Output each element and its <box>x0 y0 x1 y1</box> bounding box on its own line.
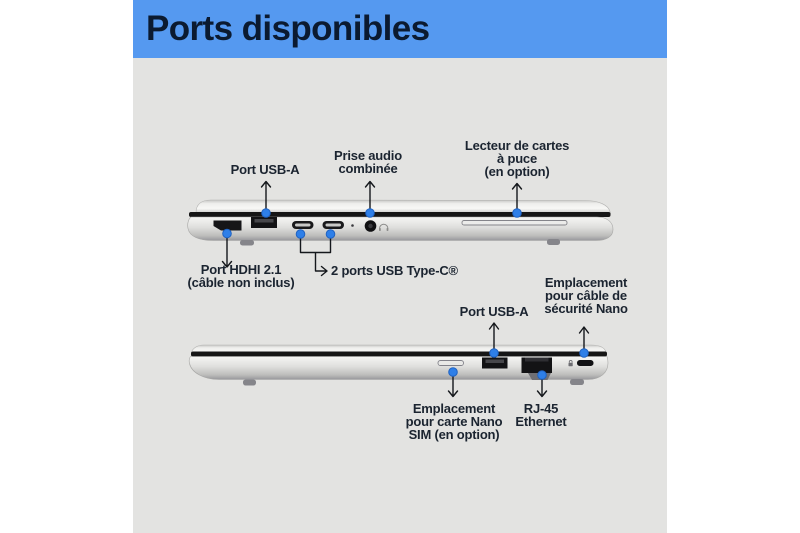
laptop-left-side-view <box>187 180 614 277</box>
laptop-hinge-seam <box>189 212 611 217</box>
callout-arrow-usb-a <box>488 322 500 350</box>
laptop-lid <box>195 199 611 215</box>
ethernet-marker-dot <box>537 370 547 380</box>
headset-icon <box>379 223 389 229</box>
smart-card-marker-dot <box>512 208 522 218</box>
usb-a-marker-dot <box>261 208 271 218</box>
headset-icon <box>386 228 389 231</box>
security-marker-dot <box>579 348 589 358</box>
usb-a-marker-dot <box>489 348 499 358</box>
audio-marker-dot <box>365 208 375 218</box>
callout-arrow-hdmi <box>221 237 233 268</box>
header-banner: Ports disponibles <box>133 0 667 58</box>
laptop-right-side-view <box>188 322 609 398</box>
rubber-foot <box>547 239 560 245</box>
audio-jack-inner <box>368 223 373 229</box>
callout-bracket-usb-c <box>299 237 332 277</box>
callout-arrow-sim <box>447 375 459 398</box>
rj45-pins <box>525 357 549 362</box>
label-security-cable: Emplacement pour câble de sécurité Nano <box>544 275 628 316</box>
rubber-foot <box>240 240 254 246</box>
callout-arrow-security <box>578 326 590 350</box>
page-title: Ports disponibles <box>146 9 430 48</box>
usb-a-tongue <box>485 359 504 363</box>
label-smart-card-reader: Lecteur de cartes à puce (en option) <box>464 138 570 179</box>
callout-arrow-usb-a <box>260 180 272 210</box>
rubber-foot <box>570 379 584 385</box>
label-usb-a-top: Port USB-A <box>230 162 300 177</box>
hdmi-marker-dot <box>222 228 232 239</box>
laptop-hinge-seam <box>191 351 607 357</box>
usb-a-tongue <box>254 219 274 223</box>
usb-c-pin <box>325 223 341 227</box>
rubber-foot <box>243 379 256 386</box>
nano-sim-slot <box>437 360 464 366</box>
label-usb-a-bottom: Port USB-A <box>459 304 529 319</box>
sim-marker-dot <box>448 367 458 377</box>
label-nano-sim: Emplacement pour carte Nano SIM (en opti… <box>405 401 503 442</box>
security-lock-slot <box>577 360 594 366</box>
callout-arrow-smart-card <box>511 182 523 210</box>
label-hdmi: Port HDHI 2.1 (câble non inclus) <box>187 262 295 290</box>
padlock-icon <box>568 360 573 367</box>
label-usb-type-c: 2 ports USB Type-C® <box>331 262 458 278</box>
label-audio-combo: Prise audio combinée <box>334 148 402 176</box>
hdmi-port <box>213 220 242 231</box>
mic-hole <box>351 224 354 227</box>
smart-card-slot <box>461 220 568 226</box>
diagram-background-panel <box>133 58 667 533</box>
usb-c1-marker-dot <box>295 229 306 239</box>
label-rj45-ethernet: RJ-45 Ethernet <box>515 401 567 429</box>
headset-icon <box>379 228 381 231</box>
usb-c-pin <box>295 223 311 227</box>
usb-c2-marker-dot <box>325 229 336 239</box>
callout-arrow-ethernet <box>536 378 548 398</box>
callout-arrow-audio <box>364 180 376 210</box>
